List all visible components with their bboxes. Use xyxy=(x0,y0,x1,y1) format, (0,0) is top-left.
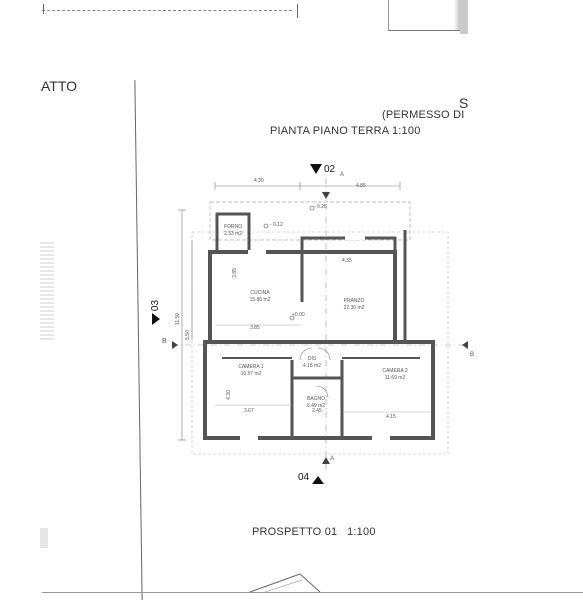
left-hatch-1 xyxy=(40,240,54,340)
room-forno-area: 2.33 m2 xyxy=(223,231,243,237)
room-camera1-name: CAMERA 1 xyxy=(238,364,264,370)
section-a-top-label: A xyxy=(340,172,345,178)
left-label: ATTO xyxy=(41,78,78,94)
room-pranzo-area: 22.30 m2 xyxy=(343,305,365,311)
dim-bagno-width: 2.45 xyxy=(312,408,322,414)
lower-block-walls xyxy=(203,340,435,440)
room-camera2-name: CAMERA 2 xyxy=(382,368,408,374)
marker-02-triangle xyxy=(310,164,322,174)
dim-camera1-width: 3.67 xyxy=(244,408,254,414)
room-camera1: CAMERA 1 16.57 m2 xyxy=(226,364,276,378)
room-bagno: BAGNO 6.49 m2 xyxy=(296,396,336,410)
dim-cucina-width: 3.85 xyxy=(250,325,260,331)
marker-03-triangle xyxy=(152,313,160,325)
dim-level-2: - 0.12 xyxy=(270,222,283,228)
top-right-box xyxy=(388,0,462,31)
room-bagno-name: BAGNO xyxy=(306,396,326,402)
room-bagno-area: 6.49 m2 xyxy=(306,403,326,409)
roof-outline xyxy=(209,201,411,241)
elevation-title: PROSPETTO 01 1:100 xyxy=(252,526,376,538)
room-cucina-name: CUCINA xyxy=(250,290,270,296)
section-b-left-label: B xyxy=(162,338,167,345)
dim-level-3: +0.00 xyxy=(292,312,305,318)
room-cucina-area: 15.86 m2 xyxy=(249,297,271,303)
plot-outline xyxy=(191,231,449,455)
dim-pranzo-width: 4.35 xyxy=(342,258,352,264)
room-pranzo-name: PRANZO xyxy=(343,298,365,304)
room-pranzo: PRANZO 22.30 m2 xyxy=(332,298,376,312)
room-camera2-area: 11.69 m2 xyxy=(384,375,406,381)
room-forno-name: FORNO xyxy=(223,224,243,230)
room-cucina: CUCINA 15.86 m2 xyxy=(238,290,282,304)
marker-02-label: 02 xyxy=(324,164,336,175)
room-dis-area: 4.18 m2 xyxy=(302,363,322,369)
top-tick-left xyxy=(43,4,44,14)
section-b-left-arrow xyxy=(172,341,178,349)
section-a-top-arrow xyxy=(322,192,330,199)
bottom-border xyxy=(42,592,583,593)
section-b-right-label: B xyxy=(470,352,475,358)
dim-camera2-width: 4.15 xyxy=(386,414,396,420)
left-hatch-2 xyxy=(40,528,48,548)
room-camera1-area: 16.57 m2 xyxy=(240,371,262,377)
room-camera2: CAMERA 2 11.69 m2 xyxy=(370,368,420,382)
permit-text: (PERMESSO DI xyxy=(382,109,465,121)
section-a-bottom-arrow xyxy=(322,457,330,464)
plan-title: PIANTA PIANO TERRA 1:100 xyxy=(270,125,421,137)
room-dis-name: DIS xyxy=(307,356,317,362)
dim-level-1: - 0.25 xyxy=(314,204,327,210)
room-forno: FORNO 2.33 m2 xyxy=(219,224,247,238)
section-b-right-arrow xyxy=(462,341,468,349)
section-a-bottom-label: A xyxy=(330,456,335,462)
top-tick-right xyxy=(297,4,298,18)
dim-top-right: 4.85 xyxy=(356,183,366,189)
room-dis: DIS 4.18 m2 xyxy=(294,356,330,370)
top-right-shadow xyxy=(460,0,468,34)
right-label-letter: S xyxy=(459,95,469,111)
marker-04-triangle xyxy=(312,476,324,484)
dim-top-left: 4.30 xyxy=(254,178,264,184)
marker-04-label: 04 xyxy=(298,472,310,483)
top-dashed-border xyxy=(42,10,292,11)
